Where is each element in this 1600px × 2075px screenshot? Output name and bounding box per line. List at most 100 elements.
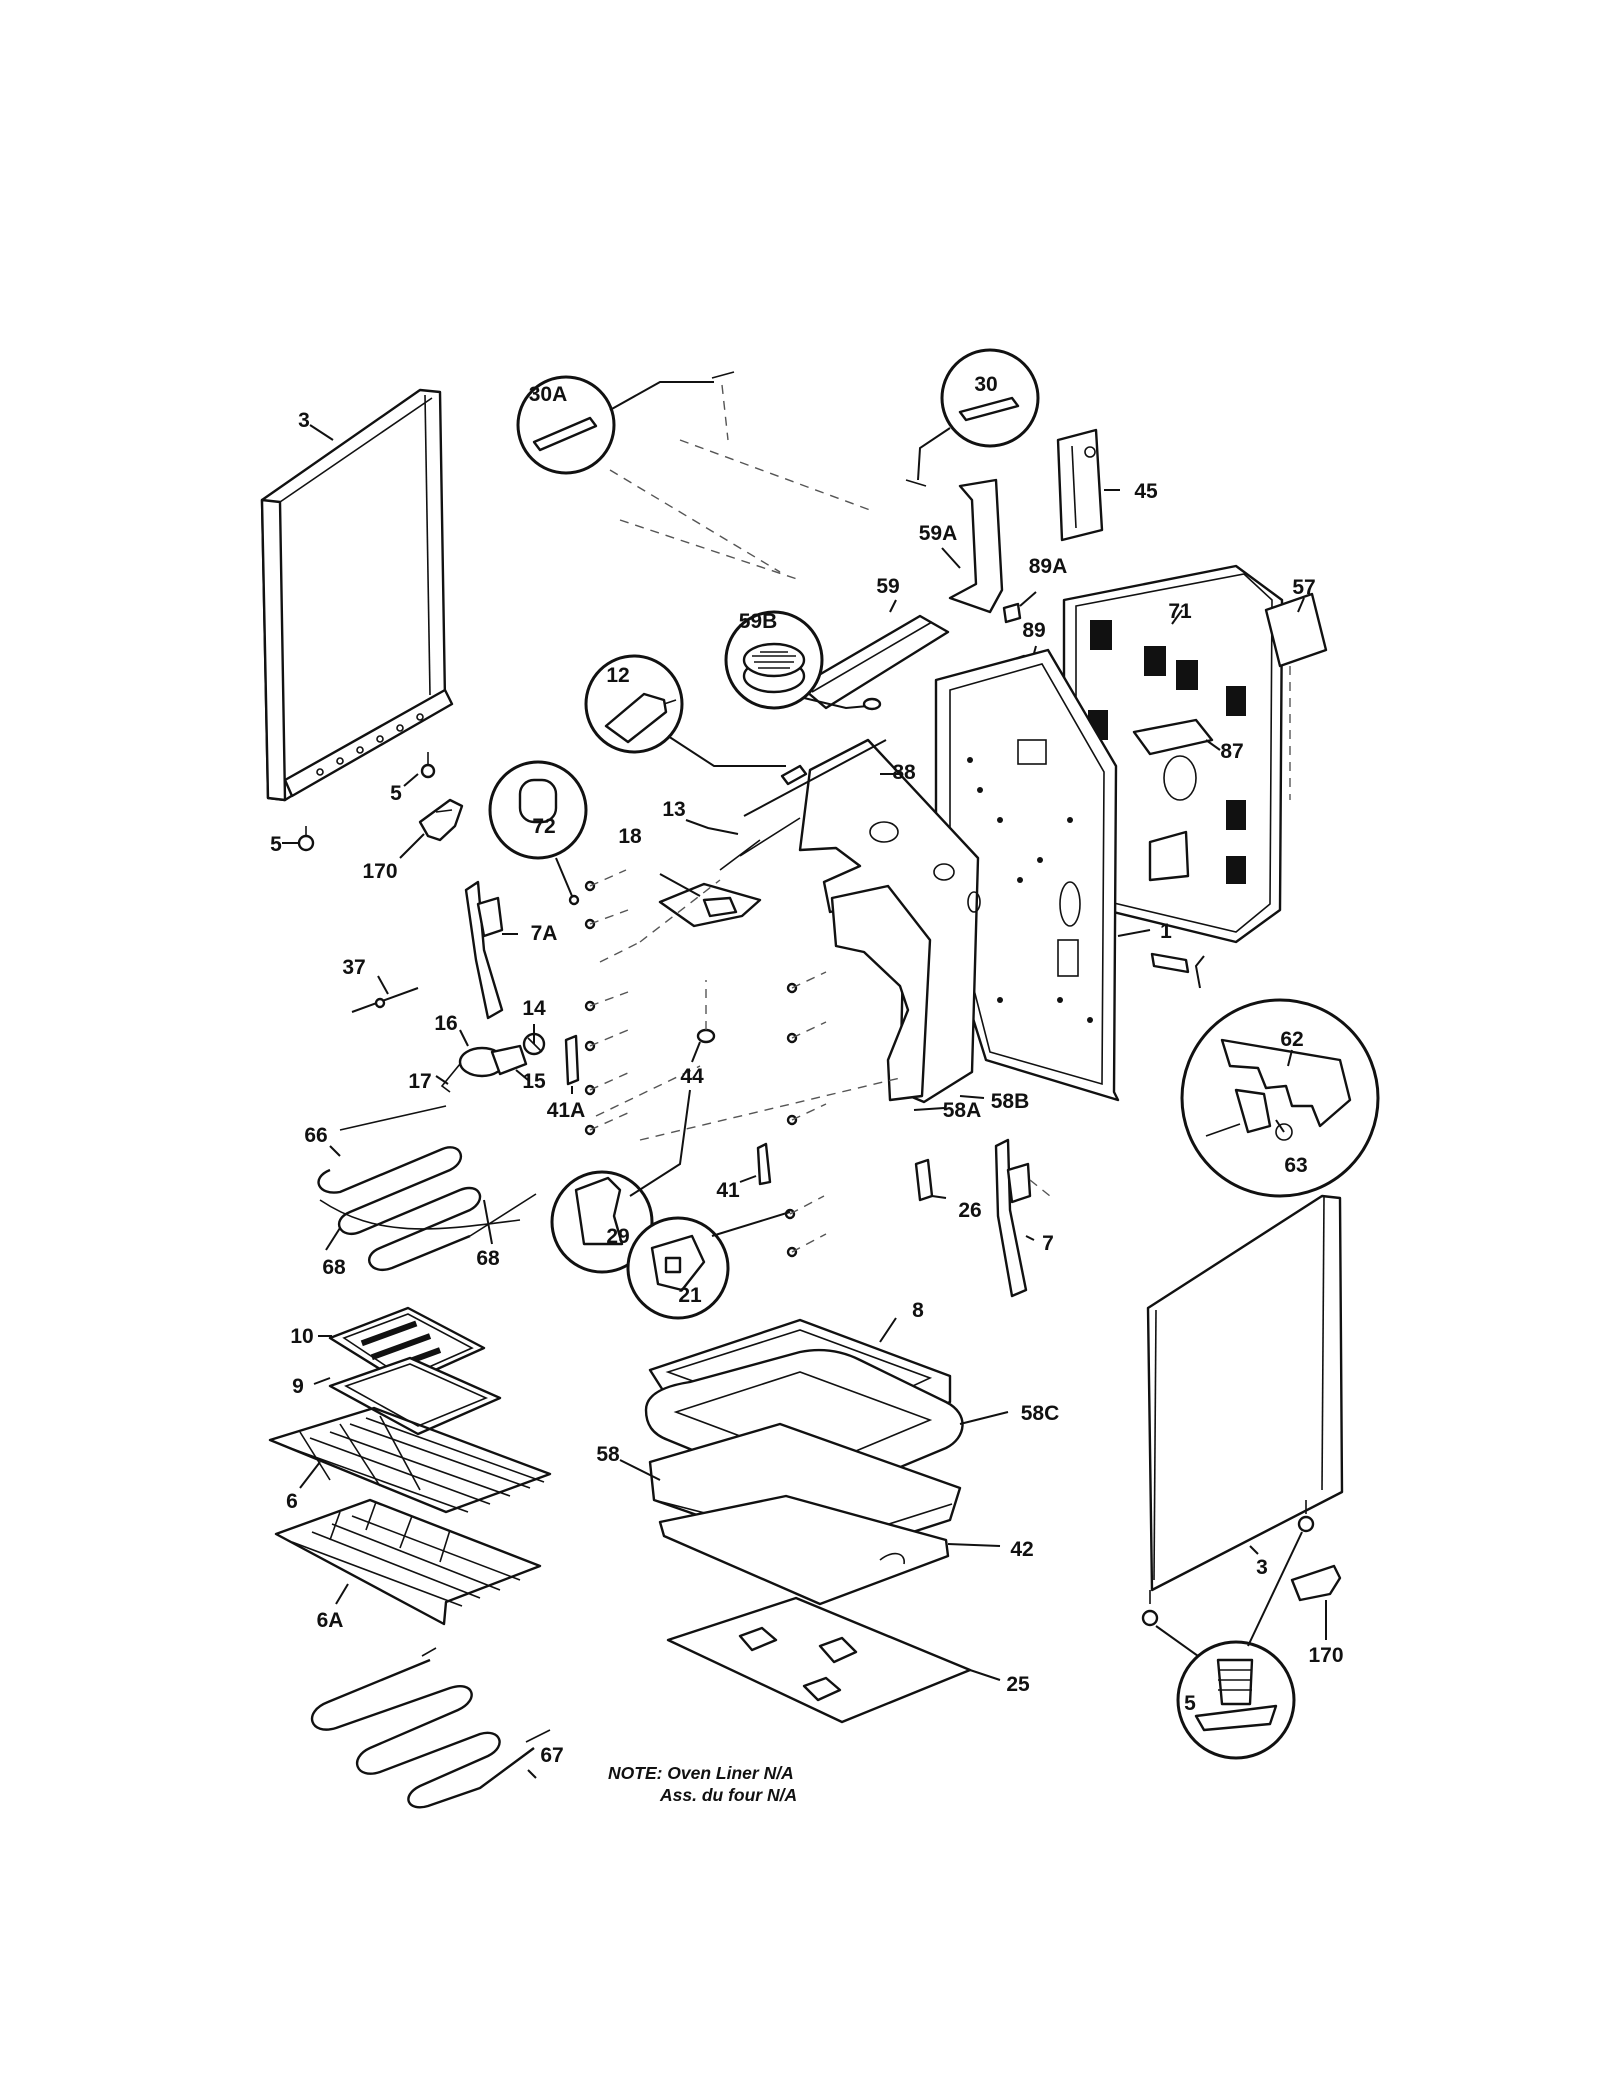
duct-59a: [941, 478, 1004, 614]
label-62: 62: [1280, 1028, 1303, 1051]
element-67: [310, 1647, 551, 1809]
element-66: [317, 1105, 537, 1271]
side-panel-left: [260, 388, 454, 802]
callout-30a: [516, 371, 735, 475]
label-41: 41: [716, 1179, 740, 1202]
label-45: 45: [1134, 480, 1158, 503]
label-63: 63: [1284, 1154, 1307, 1177]
label-87: 87: [1220, 740, 1243, 763]
side-panel-right: [1146, 1194, 1344, 1592]
oven-rack-6a: [274, 1498, 542, 1626]
label-13: 13: [662, 798, 685, 821]
label-6: 6: [286, 1490, 298, 1513]
grommet-44: [691, 980, 716, 1063]
anti-tip-bracket-right: [1290, 1564, 1342, 1640]
label-6a: 6A: [317, 1609, 344, 1632]
label-8: 8: [912, 1299, 924, 1322]
label-18: 18: [618, 825, 642, 848]
callout-30: [905, 348, 1040, 487]
label-17: 17: [408, 1070, 431, 1093]
label-58: 58: [596, 1443, 620, 1466]
label-71: 71: [1168, 600, 1192, 623]
label-21: 21: [678, 1284, 702, 1307]
label-89: 89: [1022, 619, 1045, 642]
note-line-1: NOTE: Oven Liner N/A: [608, 1763, 794, 1783]
anti-tip-bracket-left: [399, 798, 464, 859]
leveling-screws-left: [282, 752, 436, 852]
label-25: 25: [1006, 1673, 1030, 1696]
cable-88: [743, 739, 900, 817]
label-9: 9: [292, 1375, 304, 1398]
label-5-callout: 5: [1184, 1692, 1196, 1715]
label-3-left: 3: [298, 409, 310, 432]
label-26: 26: [958, 1199, 981, 1222]
label-16: 16: [434, 1012, 457, 1035]
broiler-pan-9: [313, 1356, 502, 1436]
oven-rack-6: [268, 1406, 552, 1514]
label-30: 30: [974, 373, 997, 396]
label-68-right: 68: [476, 1247, 500, 1270]
callout-59b: [724, 610, 882, 711]
part-labels: 3 5 5 170 30A 30 45 59A 89A 59 57 71 59B…: [270, 373, 1343, 1767]
label-14: 14: [522, 997, 546, 1020]
floor-plate-25: [666, 1596, 1001, 1724]
label-42: 42: [1010, 1538, 1033, 1561]
label-89a: 89A: [1029, 555, 1068, 578]
rear-panel-71: [1062, 564, 1284, 944]
label-41a: 41A: [547, 1099, 586, 1122]
plate-57: [1264, 592, 1328, 800]
clip-41: [739, 1142, 772, 1186]
clip-89a: [1002, 591, 1037, 624]
wire-13: [685, 817, 801, 871]
callout-21: [626, 1211, 791, 1320]
lamp-socket-assembly: [435, 1024, 546, 1093]
label-68-left: 68: [322, 1256, 346, 1279]
label-59: 59: [876, 575, 899, 598]
label-30a: 30A: [529, 383, 568, 406]
label-57: 57: [1292, 576, 1315, 599]
label-66: 66: [304, 1124, 327, 1147]
label-5-lower: 5: [270, 833, 282, 856]
hinge-7a: [464, 880, 518, 1020]
callout-29: [550, 1089, 691, 1274]
label-7: 7: [1042, 1232, 1054, 1255]
rod-37: [351, 975, 419, 1013]
oven-liner-note: NOTE: Oven Liner N/A Ass. du four N/A: [608, 1762, 797, 1806]
label-58c: 58C: [1021, 1402, 1060, 1425]
label-170-right: 170: [1308, 1644, 1343, 1667]
label-59b: 59B: [739, 610, 778, 633]
label-67: 67: [540, 1744, 563, 1767]
callout-12: [584, 654, 786, 767]
label-72: 72: [532, 815, 555, 838]
drawer-bottom-42: [658, 1494, 1001, 1606]
clip-41a: [564, 1034, 580, 1094]
label-1: 1: [1160, 920, 1172, 943]
leveler-callout-right: [1141, 1500, 1315, 1760]
label-29: 29: [606, 1225, 629, 1248]
screws-center-left: [584, 869, 631, 1136]
label-37: 37: [342, 956, 365, 979]
bracket-45: [1056, 428, 1120, 542]
insulation-58b-58a: [798, 738, 985, 1111]
hinge-7: [994, 1138, 1051, 1298]
bracket-18: [658, 873, 762, 928]
label-15: 15: [522, 1070, 546, 1093]
note-line-2: Ass. du four N/A: [660, 1785, 798, 1805]
label-5-upper: 5: [390, 782, 402, 805]
label-7a: 7A: [531, 922, 558, 945]
back-panel-1: [934, 648, 1151, 1102]
bracket-26: [914, 1158, 947, 1202]
callout-72: [488, 760, 588, 906]
callout-62-63: [1150, 952, 1380, 1198]
label-44: 44: [680, 1065, 704, 1088]
label-59a: 59A: [919, 522, 958, 545]
label-170-left: 170: [362, 860, 397, 883]
label-88: 88: [892, 761, 916, 784]
label-3-right: 3: [1256, 1556, 1268, 1579]
label-58a: 58A: [943, 1099, 982, 1122]
guide-lines-top: [609, 384, 871, 581]
label-12: 12: [606, 664, 629, 687]
label-58b: 58B: [991, 1090, 1030, 1113]
label-10: 10: [290, 1325, 313, 1348]
